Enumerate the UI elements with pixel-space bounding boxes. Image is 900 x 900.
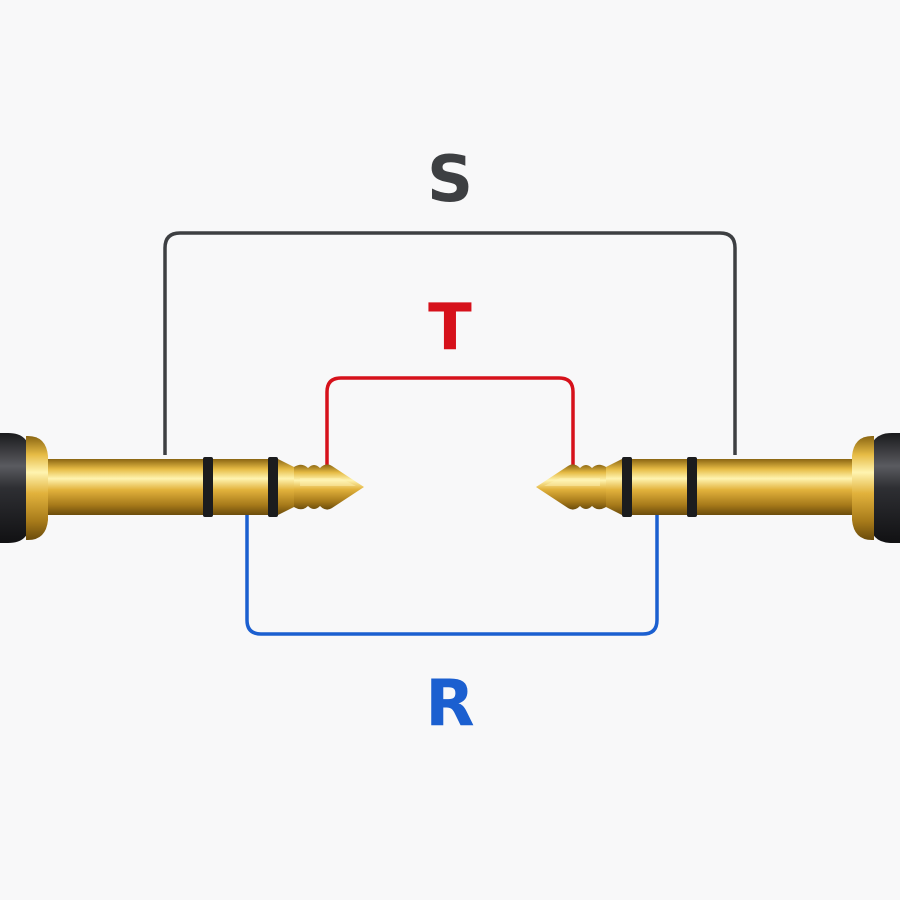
- tip-wire: [325, 376, 575, 465]
- trs-plug-icon: [0, 433, 364, 543]
- sleeve-label: S: [426, 143, 474, 217]
- sleeve-wire: [163, 231, 737, 455]
- trs-plug-icon: [536, 433, 900, 543]
- tip-label: T: [428, 291, 472, 365]
- ring-label: R: [425, 667, 475, 741]
- ring-wire: [245, 515, 659, 636]
